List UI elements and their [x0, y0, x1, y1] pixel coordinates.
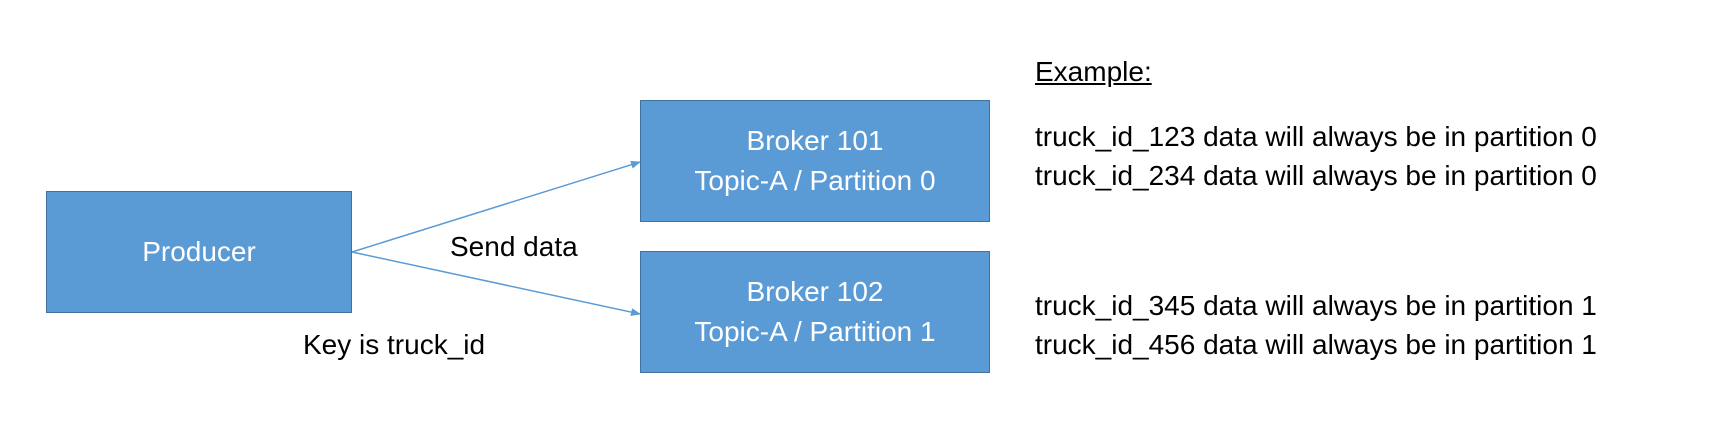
producer-label: Producer	[142, 236, 256, 267]
arrow-to-broker-102	[351, 251, 641, 317]
producer-node: Producer	[46, 191, 352, 313]
broker-101-node: Broker 101 Topic-A / Partition 0	[640, 100, 990, 222]
broker-101-title: Broker 101	[746, 125, 884, 156]
key-label: Key is truck_id	[303, 329, 486, 360]
example-heading: Example:	[1035, 56, 1152, 87]
example-line: truck_id_234 data will always be in part…	[1035, 160, 1597, 191]
edge-label-send-data: Send data	[450, 231, 578, 262]
example-line: truck_id_123 data will always be in part…	[1035, 121, 1597, 152]
broker-102-node: Broker 102 Topic-A / Partition 1	[640, 251, 990, 373]
broker-102-title: Broker 102	[746, 276, 884, 307]
example-line: truck_id_456 data will always be in part…	[1035, 329, 1597, 360]
broker-101-partition: Topic-A / Partition 0	[694, 165, 936, 196]
example-line: truck_id_345 data will always be in part…	[1035, 290, 1597, 321]
broker-102-partition: Topic-A / Partition 1	[694, 316, 936, 347]
arrow-to-broker-101	[351, 160, 641, 253]
